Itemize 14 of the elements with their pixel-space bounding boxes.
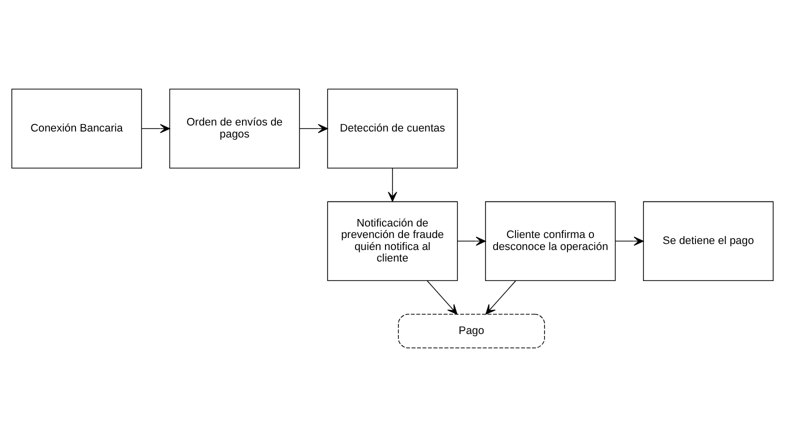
node-box: Conexión Bancaria	[11, 88, 142, 168]
arrow	[426, 280, 458, 315]
arrow	[141, 124, 170, 134]
node-box: Cliente confirma o desconoce la operación	[485, 201, 616, 282]
arrow	[457, 236, 486, 246]
arrow	[485, 280, 516, 315]
node-box: Notificación de prevención de fraude quién notifica al cliente	[327, 201, 458, 282]
arrow	[388, 168, 398, 202]
node-box: Detección de cuentas	[327, 88, 458, 168]
node-box: Se detiene el pago	[643, 201, 774, 282]
arrow	[299, 124, 328, 134]
arrow	[615, 236, 644, 246]
node-box: Pago	[398, 314, 545, 348]
node-box: Orden de envíos de pagos	[169, 88, 300, 168]
